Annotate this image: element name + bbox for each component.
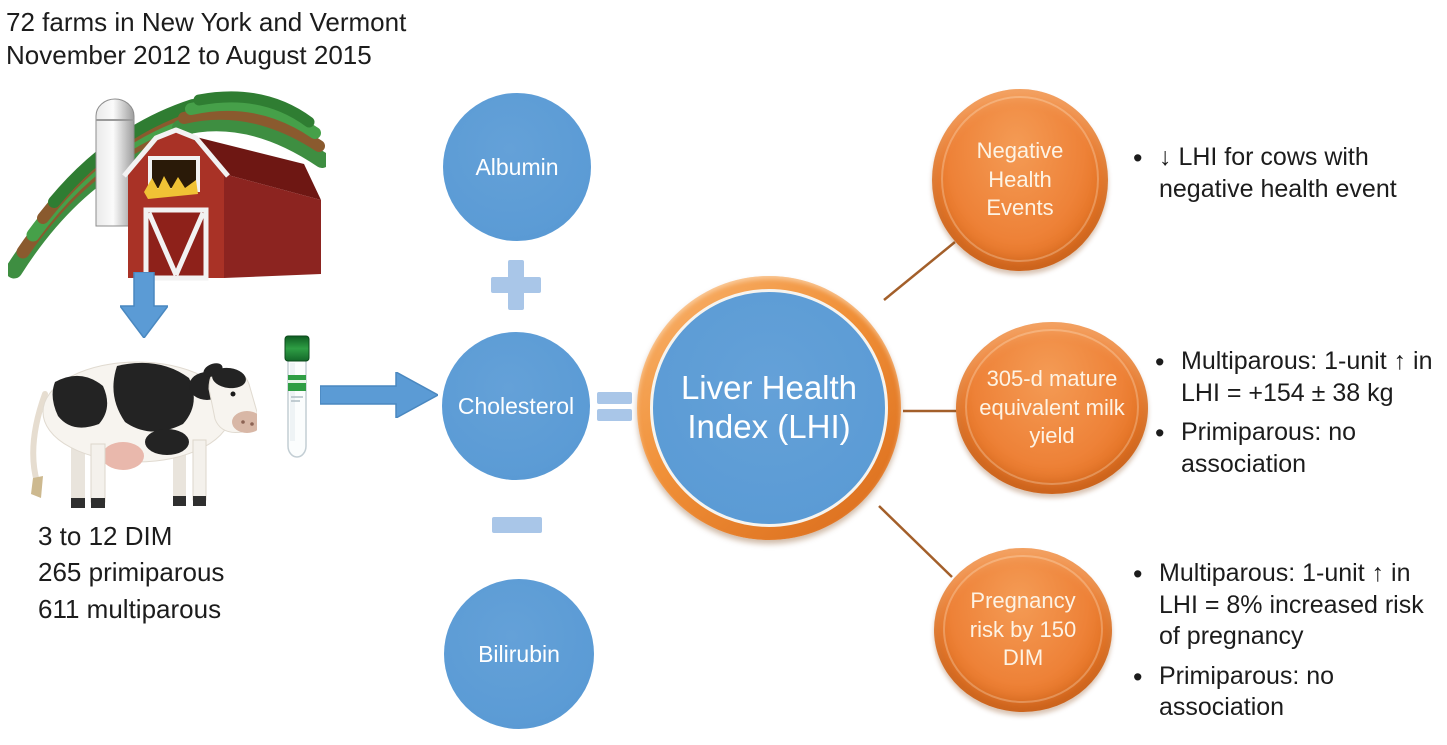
bullet-lhi-decrease: ↓ LHI for cows with negative health even… (1133, 141, 1423, 205)
hay (144, 176, 198, 199)
barn-door-brace (146, 212, 206, 276)
barn-roof-side (176, 132, 321, 200)
down-arrow-icon (120, 272, 168, 338)
milk-yield-circle: 305-d mature equivalent milk yield (956, 322, 1148, 494)
cow-icon (30, 361, 257, 508)
cohort-primiparous-text: 265 primiparous (38, 557, 225, 588)
study-location-text: 72 farms in New York and Vermont (6, 7, 407, 37)
barn-roof-trim (122, 127, 230, 178)
cohort-text: 3 to 12 DIM 265 primiparous 611 multipar… (38, 518, 224, 627)
pregnancy-risk-circle: Pregnancy risk by 150 DIM (934, 548, 1112, 712)
right-arrow-icon (320, 372, 438, 418)
sample-tube-icon (284, 335, 310, 458)
bullet-milk-multiparous: Multiparous: 1-unit ↑ in LHI = +154 ± 38… (1155, 345, 1447, 409)
connector-line-negative-health (883, 241, 956, 301)
connector-line-pregnancy (878, 505, 953, 578)
field-right (172, 91, 326, 168)
lhi-circle-inner: Liver Health Index (LHI) (650, 289, 888, 527)
negative-health-bullets: ↓ LHI for cows with negative health even… (1133, 141, 1423, 213)
milk-yield-label: 305-d mature equivalent milk yield (979, 366, 1125, 449)
barn-door (143, 207, 209, 281)
cholesterol-circle: Cholesterol (442, 332, 590, 480)
pregnancy-risk-label: Pregnancy risk by 150 DIM (969, 588, 1077, 671)
plus-icon (491, 260, 541, 310)
lhi-circle: Liver Health Index (LHI) (637, 276, 901, 540)
silo (95, 98, 135, 227)
bilirubin-label: Bilirubin (478, 640, 560, 667)
albumin-label: Albumin (475, 153, 559, 180)
study-header: 72 farms in New York and Vermont Novembe… (6, 6, 406, 71)
bullet-pregnancy-multiparous: Multiparous: 1-unit ↑ in LHI = 8% increa… (1133, 557, 1433, 653)
bullet-milk-primiparous: Primiparous: no association (1155, 416, 1447, 480)
bullet-pregnancy-primiparous: Primiparous: no association (1133, 660, 1433, 724)
lhi-label: Liver Health Index (LHI) (680, 369, 858, 445)
equals-icon (597, 392, 632, 422)
negative-health-events-circle: Negative Health Events (932, 89, 1108, 271)
study-period-text: November 2012 to August 2015 (6, 39, 372, 70)
negative-health-events-label: Negative Health Events (976, 138, 1064, 221)
barn-wall-side (224, 174, 321, 278)
barn-icon (8, 91, 326, 281)
cohort-multiparous-text: 611 multiparous (38, 593, 222, 624)
albumin-circle: Albumin (443, 93, 591, 241)
cholesterol-label: Cholesterol (457, 392, 575, 419)
pregnancy-bullets: Multiparous: 1-unit ↑ in LHI = 8% increa… (1133, 557, 1433, 732)
cohort-dim-text: 3 to 12 DIM (38, 521, 173, 551)
milk-yield-bullets: Multiparous: 1-unit ↑ in LHI = +154 ± 38… (1155, 345, 1447, 488)
bilirubin-circle: Bilirubin (444, 579, 594, 729)
minus-icon (492, 517, 542, 533)
